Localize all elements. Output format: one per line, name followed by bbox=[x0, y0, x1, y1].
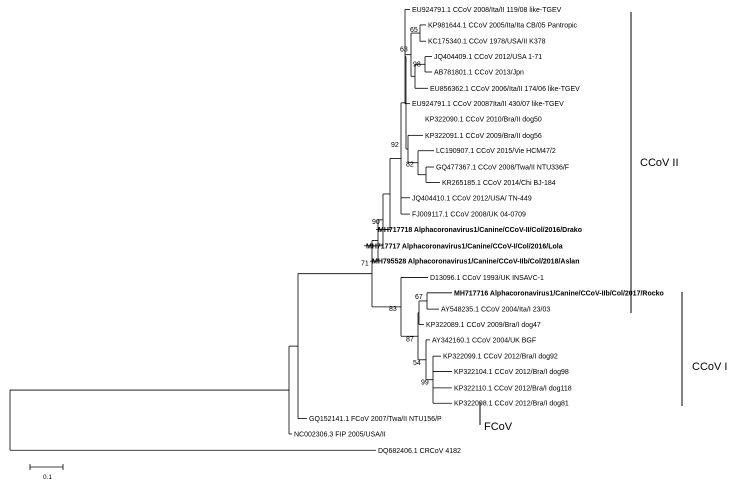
leaf-label: KP981644.1 CCoV 2005/Ita/Ita CB/05 Pantr… bbox=[428, 22, 578, 29]
leaf-label: MH717716 Alphacoronavirus1/Canine/CCoV-I… bbox=[454, 290, 664, 297]
leaf-label: KP322104.1 CCoV 2012/Bra/I dog98 bbox=[454, 369, 569, 376]
bootstrap-value: 71 bbox=[361, 261, 369, 268]
bootstrap-value: 92 bbox=[391, 142, 399, 149]
leaf-label: MH795528 Alphacoronavirus1/Canine/CCoV-I… bbox=[372, 259, 579, 266]
leaf-label: KP322110.1 CCoV 2012/Bra/I dog118 bbox=[454, 385, 572, 392]
leaf-label: KR265185.1 CCoV 2014/Chi BJ-184 bbox=[442, 180, 556, 187]
leaf-label: JQ404410.1 CCoV 2012/USA/ TN-449 bbox=[412, 195, 532, 202]
scale-bar-label: 0.1 bbox=[43, 474, 52, 481]
clade-label: FCoV bbox=[484, 421, 513, 433]
leaf-label: KP322099.1 CCoV 2012/Bra/I dog92 bbox=[443, 354, 558, 361]
bootstrap-value: 99 bbox=[421, 380, 429, 387]
leaf-label: GQ477367.1 CCoV 2008/Twa/II NTU336/F bbox=[436, 165, 569, 172]
leaf-label: KC175340.1 CCoV 1978/USA/II K378 bbox=[428, 39, 546, 46]
bootstrap-values: 63 65 98 92 82 90 71 83 67 87 54 99 bbox=[361, 27, 429, 387]
leaf-label: GQ152141.1 FCoV 2007/Twa/II NTU156/P bbox=[309, 416, 442, 423]
scale-bar: 0.1 bbox=[29, 464, 64, 481]
leaf-label: AY548235.1 CCoV 2004/Ita/I 23/03 bbox=[441, 307, 550, 314]
leaf-labels: EU924791.1 CCoV 2008/Ita/II 119/08 like-… bbox=[294, 7, 664, 455]
leaf-label: JQ404409.1 CCoV 2012/USA 1-71 bbox=[434, 54, 542, 61]
clade-label: CCoV I bbox=[692, 361, 727, 373]
leaf-label: D13096.1 CCoV 1993/UK INSAVC-1 bbox=[430, 275, 544, 282]
bootstrap-value: 82 bbox=[406, 162, 414, 169]
bootstrap-value: 67 bbox=[415, 294, 423, 301]
leaf-label: AY342160.1 CCoV 2004/UK BGF bbox=[432, 337, 536, 344]
bootstrap-value: 98 bbox=[413, 61, 421, 68]
leaf-label: KP322098.1 CCoV 2012/Bra/I dog81 bbox=[454, 401, 569, 408]
leaf-label: FJ009117.1 CCoV 2008/UK 04-0709 bbox=[412, 212, 526, 219]
leaf-label: LC190907.1 CCoV 2015/Vie HCM47/2 bbox=[436, 148, 556, 155]
bootstrap-value: 83 bbox=[389, 306, 397, 313]
leaf-label: EU924791.1 CCoV 2008/Ita/II 119/08 like-… bbox=[412, 7, 562, 14]
leaf-label: EU856362.1 CCoV 2006/Ita/II 174/06 like-… bbox=[430, 86, 580, 93]
leaf-label: KP322090.1 CCoV 2010/Bra/II dog50 bbox=[425, 117, 542, 124]
bootstrap-value: 90 bbox=[372, 219, 380, 226]
clade-label: CCoV II bbox=[640, 157, 679, 169]
tree-branches bbox=[9, 9, 452, 451]
leaf-label: DQ682406.1 CRCoV 4182 bbox=[378, 448, 461, 455]
bootstrap-value: 63 bbox=[400, 47, 408, 54]
bootstrap-value: 87 bbox=[406, 336, 414, 343]
clade-brackets: CCoV II CCoV I FCoV bbox=[479, 12, 727, 433]
leaf-label: MH717717 Alphacoronavirus1/Canine/CCoV-I… bbox=[366, 243, 563, 250]
bootstrap-value: 65 bbox=[410, 27, 418, 34]
leaf-label: KP322091.1 CCoV 2009/Bra/II dog56 bbox=[425, 133, 542, 140]
leaf-label: NC002306.3 FIP 2005/USA/II bbox=[294, 431, 386, 438]
leaf-label: EU924791.1 CCoV 20087Ita/II 430/07 like-… bbox=[412, 101, 564, 108]
leaf-label: KP322089.1 CCoV 2009/Bra/I dog47 bbox=[426, 322, 541, 329]
leaf-label: AB781801.1 CCoV 2013/Jpn bbox=[434, 69, 524, 76]
bootstrap-value: 54 bbox=[413, 360, 421, 367]
leaf-label: MH717718 Alphacoronavirus1/Canine/CCoV-I… bbox=[378, 227, 582, 234]
